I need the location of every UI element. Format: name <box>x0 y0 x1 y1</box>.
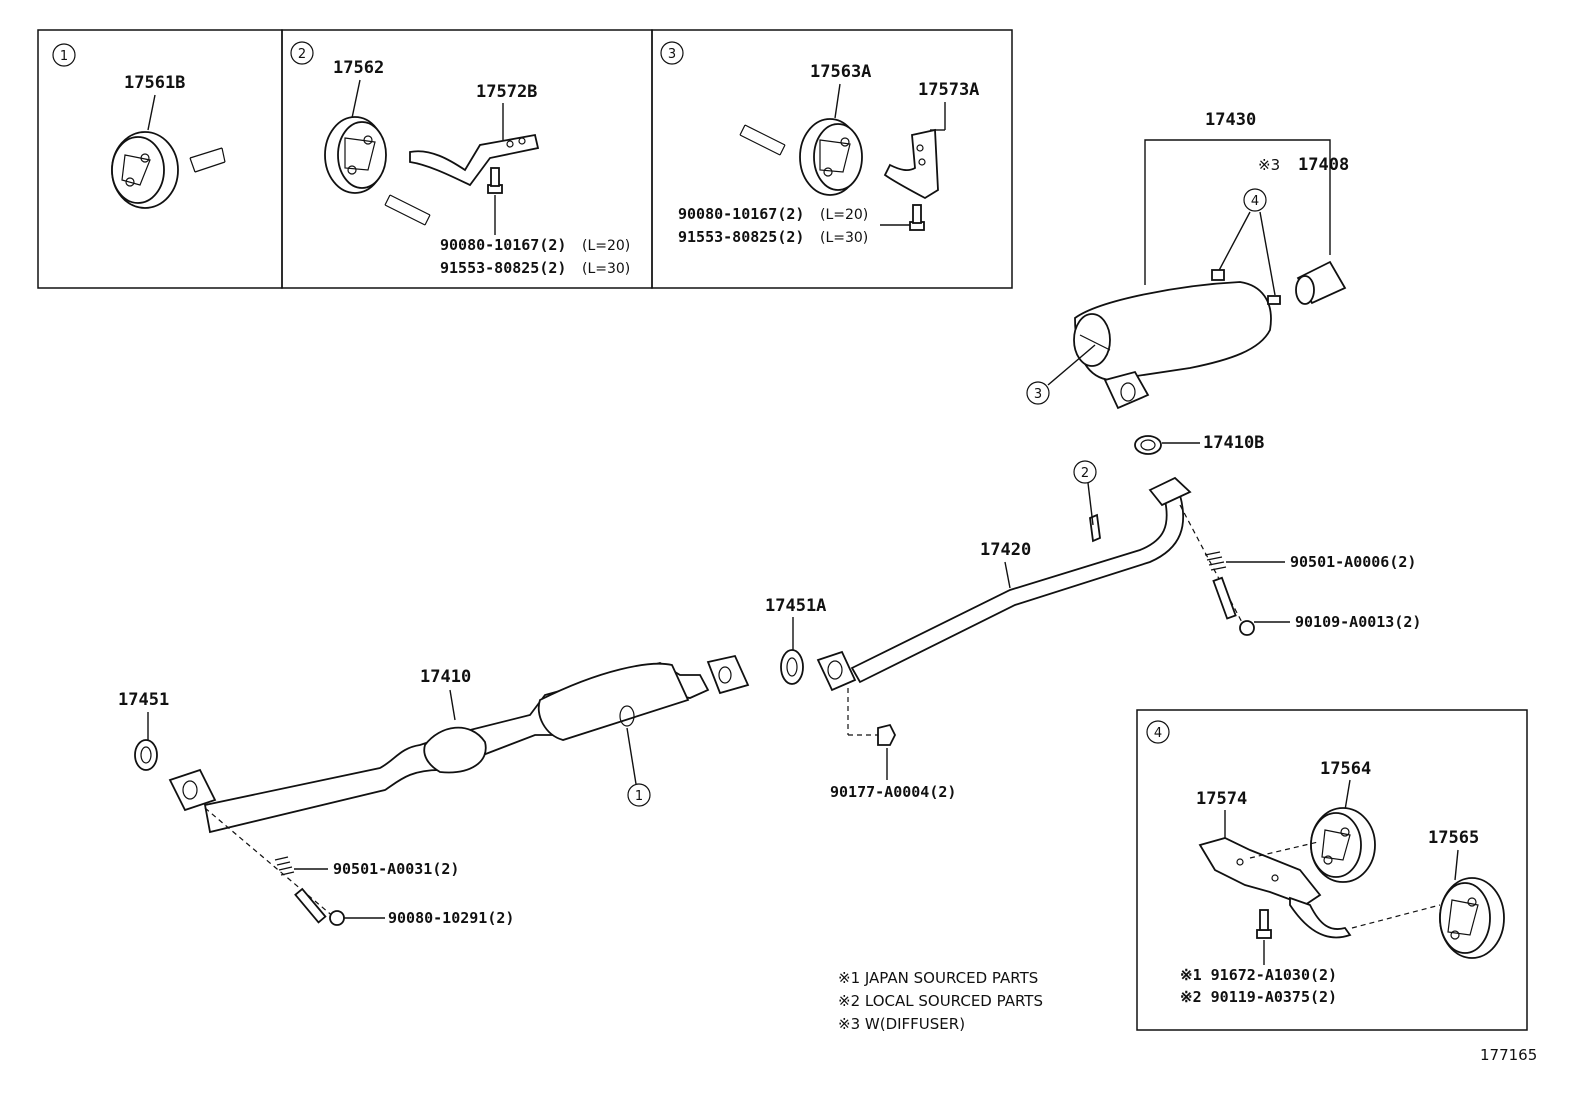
bolt-icon[interactable] <box>1212 576 1255 636</box>
bracket-17574[interactable] <box>1198 837 1352 939</box>
part-label-90177-A0004[interactable]: 90177-A0004(2) <box>830 783 956 801</box>
part-label-17563A[interactable]: 17563A <box>810 62 871 82</box>
part-label-17565[interactable]: 17565 <box>1428 828 1479 848</box>
callout-2-label: 2 <box>298 47 306 62</box>
callout-4-ref: 4 <box>1154 726 1162 741</box>
part-label-17408[interactable]: 17408 <box>1298 155 1349 175</box>
bolt-length-l30: (L=30) <box>820 230 868 246</box>
spring-icon[interactable] <box>274 856 295 876</box>
bolt-length-l20: (L=20) <box>820 207 868 223</box>
gasket-17451[interactable] <box>134 739 158 771</box>
bolt-label-91553-80825[interactable]: 91553-80825(2) <box>678 228 804 246</box>
detail-box-4: 4 17564 17574 17565 <box>1136 709 1528 1031</box>
bolt-label-90080-10167[interactable]: 90080-10167(2) <box>678 205 804 223</box>
nut-icon[interactable] <box>877 723 897 746</box>
bolt-label-91553-80825[interactable]: 91553-80825(2) <box>440 259 566 277</box>
note-local-sourced: ※2 LOCAL SOURCED PARTS <box>838 992 1043 1010</box>
part-label-90109-A0013[interactable]: 90109-A0013(2) <box>1295 613 1421 631</box>
bracket-17572B[interactable] <box>409 133 540 187</box>
callout-1-ref: 1 <box>635 789 643 804</box>
rubber-hanger-17562[interactable] <box>324 116 387 194</box>
muffler-assembly: 17430 ※3 17408 4 3 <box>1026 110 1349 410</box>
part-label-90080-10291[interactable]: 90080-10291(2) <box>388 909 514 927</box>
gasket-17410B[interactable] <box>1134 435 1162 455</box>
part-label-17430[interactable]: 17430 <box>1205 110 1256 130</box>
part-label-17562[interactable]: 17562 <box>333 58 384 78</box>
bolt-length-l30: (L=30) <box>582 261 630 277</box>
rubber-hanger-17564[interactable] <box>1310 807 1376 883</box>
note-w-diffuser: ※3 W(DIFFUSER) <box>838 1015 965 1033</box>
part-label-17572B[interactable]: 17572B <box>476 82 537 102</box>
bolt-length-l20: (L=20) <box>582 238 630 254</box>
part-label-17451[interactable]: 17451 <box>118 690 169 710</box>
rubber-hanger-17563A[interactable] <box>799 118 863 196</box>
part-label-17420[interactable]: 17420 <box>980 540 1031 560</box>
part-label-17451A[interactable]: 17451A <box>765 596 826 616</box>
diffuser-17408[interactable] <box>1295 260 1347 305</box>
callout-3-label: 3 <box>668 47 676 62</box>
figure-id: 177165 <box>1480 1046 1537 1064</box>
rubber-hanger-17561B[interactable] <box>111 131 179 209</box>
callout-4-label: 4 <box>1251 194 1259 209</box>
part-label-17574[interactable]: 17574 <box>1196 789 1247 809</box>
hanger-rod <box>189 147 226 173</box>
detail-box-1: 1 17561B <box>37 29 283 289</box>
hanger-rod <box>384 194 431 226</box>
part-label-90501-A0006[interactable]: 90501-A0006(2) <box>1290 553 1416 571</box>
detail-box-2: 2 17562 17572B 90080-10167(2) (L=20) 915… <box>281 29 653 289</box>
bolt-label-90080-10167[interactable]: 90080-10167(2) <box>440 236 566 254</box>
part-label-17573A[interactable]: 17573A <box>918 80 979 100</box>
bolt-label-90119-A0375[interactable]: ※2 90119-A0375(2) <box>1180 988 1337 1006</box>
hanger-rod <box>739 124 786 156</box>
bolt-label-91672-A1030[interactable]: ※1 91672-A1030(2) <box>1180 966 1337 984</box>
note-japan-sourced: ※1 JAPAN SOURCED PARTS <box>838 969 1038 987</box>
bracket-17573A[interactable] <box>883 128 939 200</box>
part-label-90501-A0031[interactable]: 90501-A0031(2) <box>333 860 459 878</box>
bolt-icon[interactable] <box>909 204 925 231</box>
diffuser-note-mark: ※3 <box>1258 156 1280 174</box>
muffler-17430[interactable] <box>1073 269 1281 410</box>
callout-2-ref: 2 <box>1081 466 1089 481</box>
part-label-17410[interactable]: 17410 <box>420 667 471 687</box>
part-label-17561B[interactable]: 17561B <box>124 73 185 93</box>
gasket-17451A[interactable] <box>780 649 804 685</box>
callout-3-ref: 3 <box>1034 387 1042 402</box>
rubber-hanger-17565[interactable] <box>1439 877 1505 959</box>
spring-icon[interactable] <box>1204 551 1227 571</box>
part-label-17564[interactable]: 17564 <box>1320 759 1371 779</box>
bolt-icon[interactable] <box>294 887 345 926</box>
footnotes: ※1 JAPAN SOURCED PARTS ※2 LOCAL SOURCED … <box>838 969 1043 1033</box>
center-pipe-17420[interactable] <box>816 476 1192 692</box>
front-pipe-17410[interactable] <box>168 654 750 834</box>
callout-1-label: 1 <box>60 49 68 64</box>
bolt-icon[interactable] <box>1256 909 1272 939</box>
bolt-icon[interactable] <box>487 167 503 194</box>
part-label-17410B[interactable]: 17410B <box>1203 433 1264 453</box>
detail-box-3: 3 17563A 17573A 90080-10167(2) (L=20) 91… <box>651 29 1013 289</box>
